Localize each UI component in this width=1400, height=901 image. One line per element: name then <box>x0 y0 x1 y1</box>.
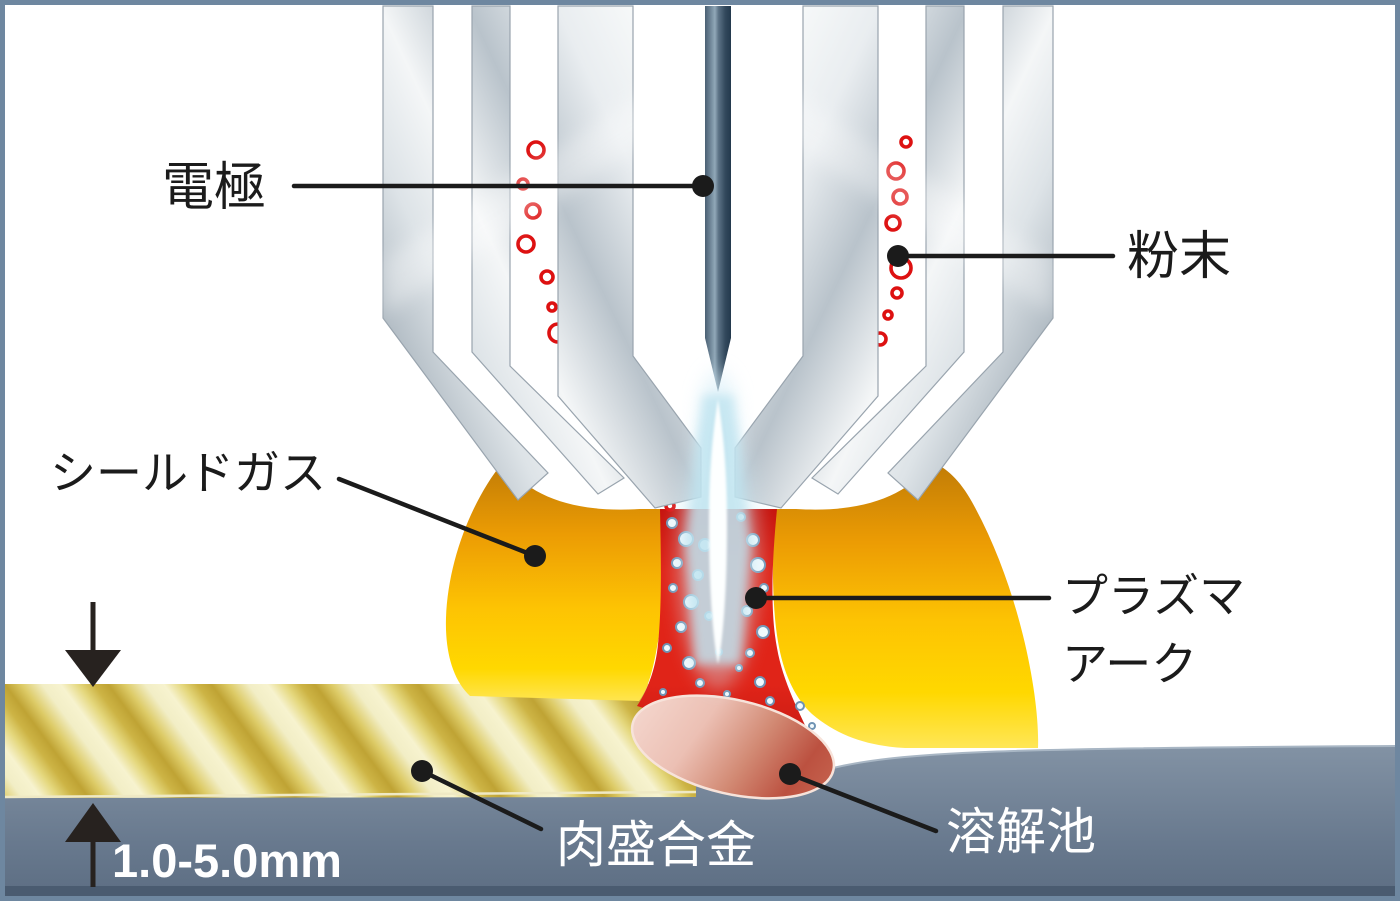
thickness-arrow-up-shaft <box>90 840 96 887</box>
annotation-shield-gas: シールドガス <box>50 448 546 567</box>
shield-gas-label: シールドガス <box>50 448 326 499</box>
arc-particle <box>808 722 816 730</box>
shield-gas-left <box>445 462 664 701</box>
thickness-arrow-up-icon <box>65 803 121 842</box>
deposit-band <box>5 684 696 798</box>
powder-leader-dot <box>887 245 909 267</box>
substrate-slab <box>5 746 1395 896</box>
arc-particle <box>659 688 667 696</box>
annotation-thickness: 1.0-5.0mm <box>65 602 342 887</box>
substrate-bottom-shadow <box>5 886 1395 896</box>
thickness-arrow-down-icon <box>65 650 121 687</box>
arc-particle <box>668 583 678 593</box>
plasma-arc-label-line1: プラズマ <box>1062 571 1245 622</box>
electrode-rod <box>705 6 731 392</box>
powder-particle <box>884 214 902 232</box>
powder-particle <box>882 309 894 321</box>
shield-gas-leader-line <box>336 476 538 559</box>
powder-label: 粉末 <box>1127 229 1231 286</box>
annotation-powder: 粉末 <box>887 229 1231 286</box>
powder-particle <box>546 301 558 313</box>
powder-particle <box>516 234 536 254</box>
substrate-surface-edge <box>832 745 1396 769</box>
shield-gas-right <box>772 462 1039 748</box>
nozzle-sheen-left <box>383 70 680 315</box>
powder-particle <box>526 140 546 160</box>
annotation-plasma-arc: プラズマ アーク <box>745 571 1245 690</box>
overlay-alloy-label: 肉盛合金 <box>556 817 756 873</box>
arc-particle <box>754 676 766 688</box>
overlay-alloy-leader-dot <box>411 760 433 782</box>
annotation-overlay-alloy: 肉盛合金 <box>411 760 756 873</box>
powder-particle <box>539 269 555 285</box>
electrode-leader-dot <box>692 175 714 197</box>
powder-particle <box>899 135 913 149</box>
substrate-base-metal <box>5 745 1396 896</box>
arc-particle <box>756 625 770 639</box>
melt-pool-label: 溶解池 <box>946 804 1096 860</box>
overlay-alloy-leader-line <box>419 768 544 832</box>
arc-particle <box>765 696 775 706</box>
arc-particle <box>695 678 705 688</box>
flame-white-core <box>709 399 727 664</box>
arc-particle <box>666 517 678 529</box>
powder-particle <box>890 286 904 300</box>
electrode-label: 電極 <box>162 160 266 217</box>
arc-particle <box>723 690 731 698</box>
shield-gas-leader-dot <box>524 545 546 567</box>
annotation-electrode: 電極 <box>162 160 714 217</box>
deposit-interface-line <box>4 790 697 799</box>
melt-pool-leader-line <box>787 771 939 834</box>
arc-particle <box>795 701 805 711</box>
plasma-arc-leader-dot <box>745 587 767 609</box>
annotation-melt-pool: 溶解池 <box>779 763 1096 860</box>
thickness-arrow-down-shaft <box>90 602 96 652</box>
melt-pool-leader-dot <box>779 763 801 785</box>
plasma-arc-label-line2: アーク <box>1062 639 1197 690</box>
arc-particle <box>662 643 672 653</box>
thickness-label: 1.0-5.0mm <box>112 834 342 887</box>
plasma-flame <box>676 370 760 690</box>
overlay-alloy-deposit <box>4 684 697 799</box>
